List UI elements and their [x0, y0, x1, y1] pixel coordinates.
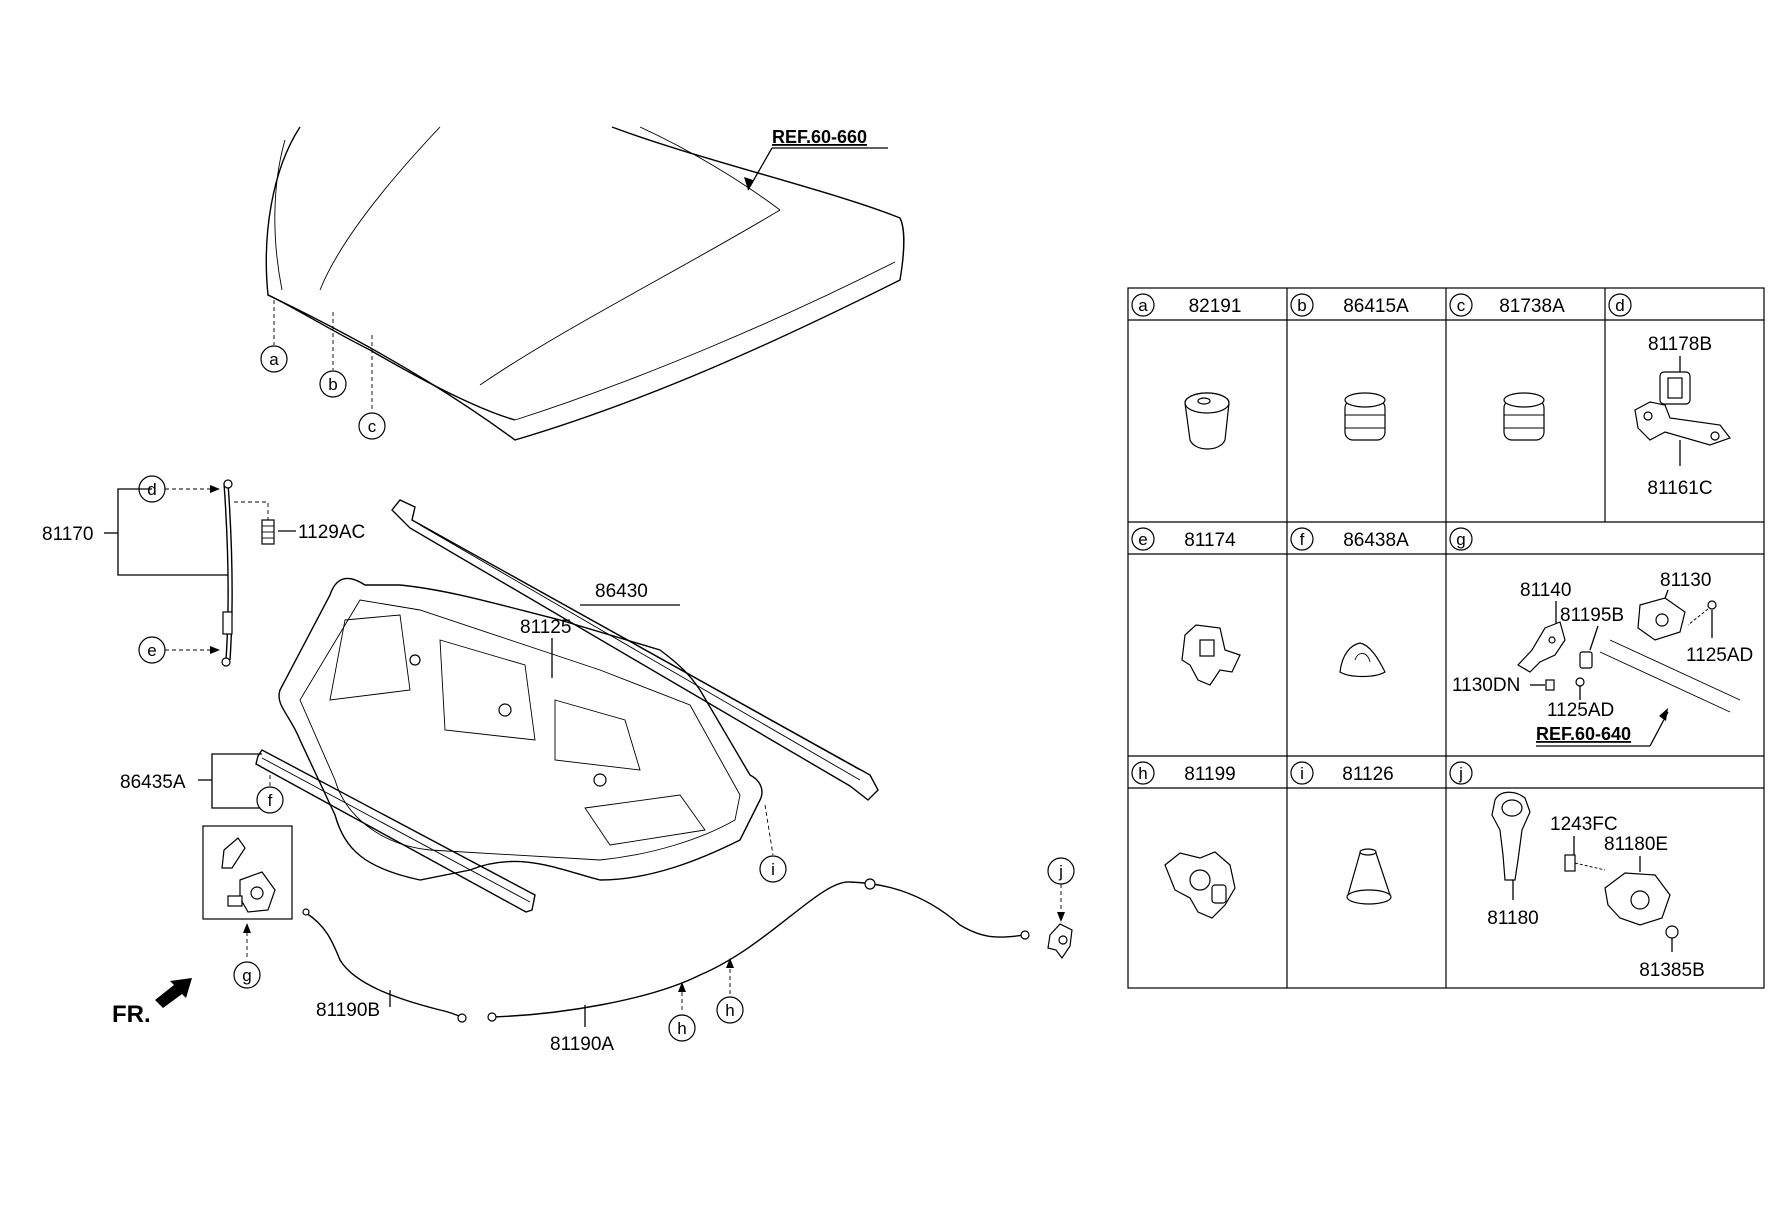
callout-a: a: [260, 300, 288, 373]
svg-text:81125: 81125: [520, 617, 571, 638]
callout-h-2: h: [716, 958, 744, 1024]
svg-text:81126: 81126: [1342, 764, 1393, 785]
hood-latch-thumbnail: [202, 825, 293, 920]
callout-g: g: [233, 923, 261, 989]
svg-text:81190B: 81190B: [316, 1000, 380, 1021]
callout-e: e: [138, 636, 220, 664]
hood-weatherstrip-86430: 86430: [391, 499, 879, 801]
callout-h-1: h: [668, 982, 696, 1042]
svg-text:1125AD: 1125AD: [1547, 700, 1614, 721]
part-81738A-bumper: [1503, 392, 1545, 441]
callout-j: j: [1047, 857, 1075, 922]
part-86438A-clip: [1339, 642, 1386, 678]
table-header-i: i 81126: [1290, 761, 1394, 785]
part-j-release-assembly: 81180 1243FC 81180E 81385B: [1487, 791, 1705, 981]
svg-text:86430: 86430: [595, 581, 648, 602]
svg-text:81170: 81170: [42, 524, 93, 545]
svg-text:1130DN: 1130DN: [1452, 675, 1520, 696]
svg-text:1125AD: 1125AD: [1686, 645, 1753, 666]
svg-text:86438A: 86438A: [1343, 530, 1409, 551]
svg-text:j: j: [1458, 764, 1463, 783]
svg-text:1243FC: 1243FC: [1550, 814, 1618, 835]
hood-insulator-pad-81125: 81125: [278, 577, 763, 881]
svg-text:86415A: 86415A: [1343, 296, 1409, 317]
ref-hood-label: REF.60-660: [744, 127, 888, 191]
svg-text:81180: 81180: [1487, 908, 1538, 929]
svg-text:81180E: 81180E: [1604, 834, 1668, 855]
callout-i: i: [759, 804, 787, 883]
part-81170-bracket: 81170: [42, 488, 228, 576]
table-header-b: b 86415A: [1290, 293, 1409, 317]
svg-text:FR.: FR.: [112, 1001, 151, 1028]
table-header-h: h 81199: [1131, 761, 1236, 785]
svg-text:81738A: 81738A: [1499, 296, 1565, 317]
svg-text:f: f: [268, 791, 273, 810]
part-81199-cable-clip: [1164, 851, 1236, 919]
table-header-a: a 82191: [1131, 293, 1242, 317]
svg-text:d: d: [1615, 296, 1624, 315]
table-header-j: j: [1449, 761, 1473, 785]
hood-stay-rod: [221, 479, 233, 667]
part-1129AC: 1129AC: [234, 501, 365, 545]
svg-text:b: b: [328, 375, 337, 394]
svg-text:81199: 81199: [1184, 764, 1235, 785]
svg-text:a: a: [269, 350, 279, 369]
svg-text:86435A: 86435A: [120, 772, 186, 793]
part-81174-clip: [1181, 624, 1241, 686]
svg-text:82191: 82191: [1189, 296, 1242, 317]
part-81126-push-clip: [1346, 848, 1392, 905]
front-direction-indicator: FR.: [112, 978, 192, 1028]
part-d-clip-assembly: 81178B 81161C: [1634, 334, 1731, 499]
svg-text:g: g: [1456, 530, 1465, 549]
svg-text:c: c: [1457, 296, 1466, 315]
svg-text:i: i: [771, 860, 775, 879]
svg-text:e: e: [147, 641, 156, 660]
hood-seal-strip-86435A: 86435A: [120, 749, 536, 913]
release-handle-thumbnail: [1047, 923, 1073, 960]
table-header-f: f 86438A: [1290, 527, 1409, 551]
callout-b: b: [319, 312, 347, 398]
table-header-c: c 81738A: [1449, 293, 1565, 317]
svg-text:h: h: [725, 1001, 734, 1020]
svg-text:REF.60-640: REF.60-640: [1536, 724, 1631, 744]
svg-text:81161C: 81161C: [1647, 478, 1712, 499]
svg-text:81174: 81174: [1184, 530, 1236, 551]
svg-text:h: h: [1138, 764, 1147, 783]
svg-text:h: h: [677, 1019, 686, 1038]
svg-text:e: e: [1138, 530, 1147, 549]
svg-text:81130: 81130: [1660, 570, 1711, 591]
svg-text:81195B: 81195B: [1560, 605, 1624, 626]
parts-table: [1127, 287, 1765, 989]
svg-text:i: i: [1300, 764, 1304, 783]
svg-text:g: g: [242, 966, 251, 985]
part-82191-bumper: [1184, 392, 1230, 450]
svg-text:a: a: [1138, 296, 1148, 315]
svg-text:81178B: 81178B: [1648, 334, 1712, 355]
part-86415A-bumper: [1344, 392, 1386, 441]
table-header-d: d: [1608, 293, 1632, 317]
table-header-e: e 81174: [1131, 527, 1236, 551]
svg-text:1129AC: 1129AC: [298, 522, 365, 543]
svg-text:REF.60-660: REF.60-660: [772, 127, 867, 147]
callout-f: f: [256, 775, 284, 814]
svg-text:81190A: 81190A: [550, 1034, 614, 1055]
hood-release-cable-81190A: 81190A: [487, 878, 1030, 1055]
svg-text:f: f: [1300, 530, 1305, 549]
table-header-g: g: [1449, 527, 1473, 551]
hood-release-cable-81190B: 81190B: [302, 908, 467, 1023]
svg-text:b: b: [1297, 296, 1306, 315]
svg-text:c: c: [368, 417, 377, 436]
part-g-latch-assembly: 81130 1125AD 81140 81195B 1125AD 1130DN …: [1452, 570, 1753, 747]
svg-text:j: j: [1058, 862, 1063, 881]
svg-text:81385B: 81385B: [1639, 960, 1705, 981]
callout-c: c: [358, 335, 386, 440]
hood-panel: [265, 126, 905, 441]
svg-text:81140: 81140: [1520, 580, 1571, 601]
